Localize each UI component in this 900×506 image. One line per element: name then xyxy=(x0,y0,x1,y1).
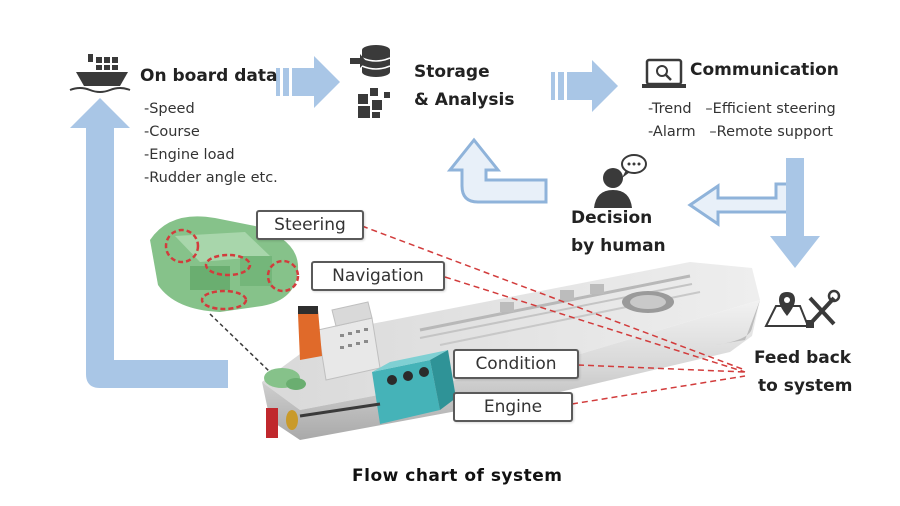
arrow-onboard-to-storage xyxy=(276,56,340,108)
onboard-item-speed: -Speed xyxy=(144,101,195,117)
communication-item-trend: -Trend –Efficient steering xyxy=(648,101,836,117)
onboard-data-list: -Speed -Course -Engine load -Rudder angl… xyxy=(144,98,278,190)
callout-navigation: Navigation xyxy=(311,261,445,291)
communication-item-alarm: -Alarm –Remote support xyxy=(648,124,833,140)
callout-condition: Condition xyxy=(453,349,579,379)
onboard-item-course: -Course xyxy=(144,124,200,140)
storage-title: Storage xyxy=(414,62,490,82)
arrow-communication-to-decision xyxy=(687,182,792,227)
arrow-storage-to-communication xyxy=(551,60,618,112)
steering-gear-illustration xyxy=(150,216,300,373)
arrow-decision-to-storage xyxy=(446,137,548,204)
onboard-item-rudder-angle: -Rudder angle etc. xyxy=(144,170,278,186)
feedback-title: Feed back xyxy=(754,348,852,368)
engine-block xyxy=(372,350,456,424)
onboard-data-title: On board data xyxy=(140,66,278,86)
database-icon xyxy=(350,45,391,118)
person-chat-icon xyxy=(594,154,647,208)
ship-icon xyxy=(69,54,131,93)
communication-list: -Trend –Efficient steering -Alarm –Remot… xyxy=(648,98,836,144)
arrow-communication-to-feedback xyxy=(770,158,820,268)
decision-title: Decision xyxy=(571,208,653,228)
diagram-caption: Flow chart of system xyxy=(352,466,563,486)
dashed-connectors xyxy=(361,225,746,405)
analysis-title: & Analysis xyxy=(414,90,515,110)
by-human-title: by human xyxy=(571,236,666,256)
callout-steering: Steering xyxy=(256,210,364,240)
monitor-search-icon xyxy=(642,58,686,88)
to-system-title: to system xyxy=(758,376,853,396)
map-tools-icon xyxy=(764,289,841,328)
return-arrow-left xyxy=(70,98,228,388)
callout-engine: Engine xyxy=(453,392,573,422)
communication-title: Communication xyxy=(690,60,839,80)
onboard-item-engine-load: -Engine load xyxy=(144,147,235,163)
